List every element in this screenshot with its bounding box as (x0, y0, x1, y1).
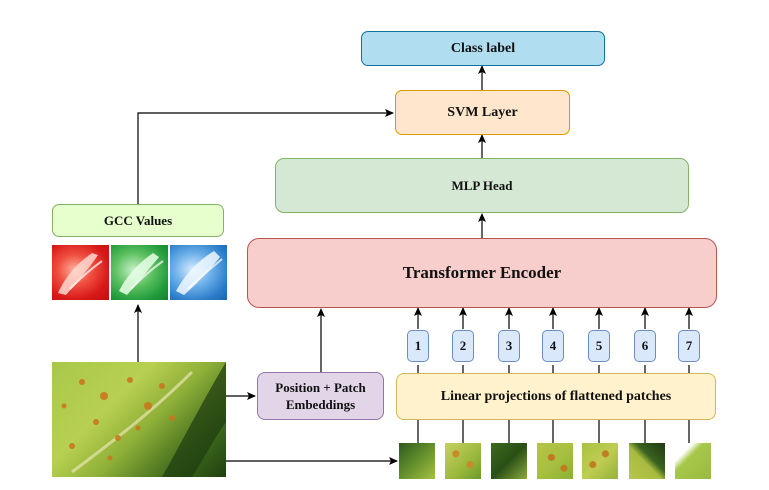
leaf-photo (52, 362, 226, 477)
mlp-head-text: MLP Head (451, 177, 513, 193)
patch-token-2: 2 (452, 330, 474, 362)
patch-token-6: 6 (634, 330, 656, 362)
position-patch-line1: Position + Patch (275, 380, 366, 395)
svm-layer-box: SVM Layer (395, 90, 570, 135)
patch-image-4 (537, 443, 573, 479)
patch-token-2-label: 2 (459, 338, 467, 353)
patch-token-1-label: 1 (414, 338, 422, 353)
patch-image-6 (629, 443, 665, 479)
arrow-gcc-to-svm (137, 109, 394, 204)
patch-token-arrows (414, 307, 693, 373)
transformer-encoder-text: Transformer Encoder (402, 263, 562, 282)
green-channel-image (111, 245, 168, 300)
mlp-head-box: MLP Head (275, 158, 689, 213)
patch-image-5 (582, 443, 618, 479)
gcc-values-text: GCC Values (103, 212, 173, 228)
patch-image-3 (491, 443, 527, 479)
position-patch-line2: Embeddings (285, 397, 356, 412)
patch-input-lines (417, 420, 690, 443)
patch-image-7 (675, 443, 711, 479)
patch-token-5: 5 (588, 330, 610, 362)
linear-projections-box: Linear projections of flattened patches (396, 373, 716, 420)
patch-token-6-label: 6 (641, 338, 649, 353)
transformer-encoder-box: Transformer Encoder (247, 238, 717, 308)
patch-image-2 (445, 443, 481, 479)
svm-layer-text: SVM Layer (447, 104, 518, 120)
patch-token-3: 3 (498, 330, 520, 362)
class-label-text: Class label (450, 40, 516, 56)
blue-channel-image (170, 245, 227, 300)
position-patch-embeddings-box: Position + Patch Embeddings (257, 372, 384, 420)
linear-projections-text: Linear projections of flattened patches (440, 388, 672, 404)
class-label-box: Class label (361, 31, 605, 66)
patch-token-1: 1 (407, 330, 429, 362)
patch-token-7: 7 (678, 330, 700, 362)
gcc-values-box: GCC Values (52, 204, 224, 237)
patch-image-1 (399, 443, 435, 479)
patch-token-4: 4 (542, 330, 564, 362)
patch-token-3-label: 3 (505, 338, 513, 353)
red-channel-image (52, 245, 109, 300)
patch-token-7-label: 7 (685, 338, 693, 353)
patch-token-5-label: 5 (595, 338, 603, 353)
patch-token-4-label: 4 (549, 338, 557, 353)
